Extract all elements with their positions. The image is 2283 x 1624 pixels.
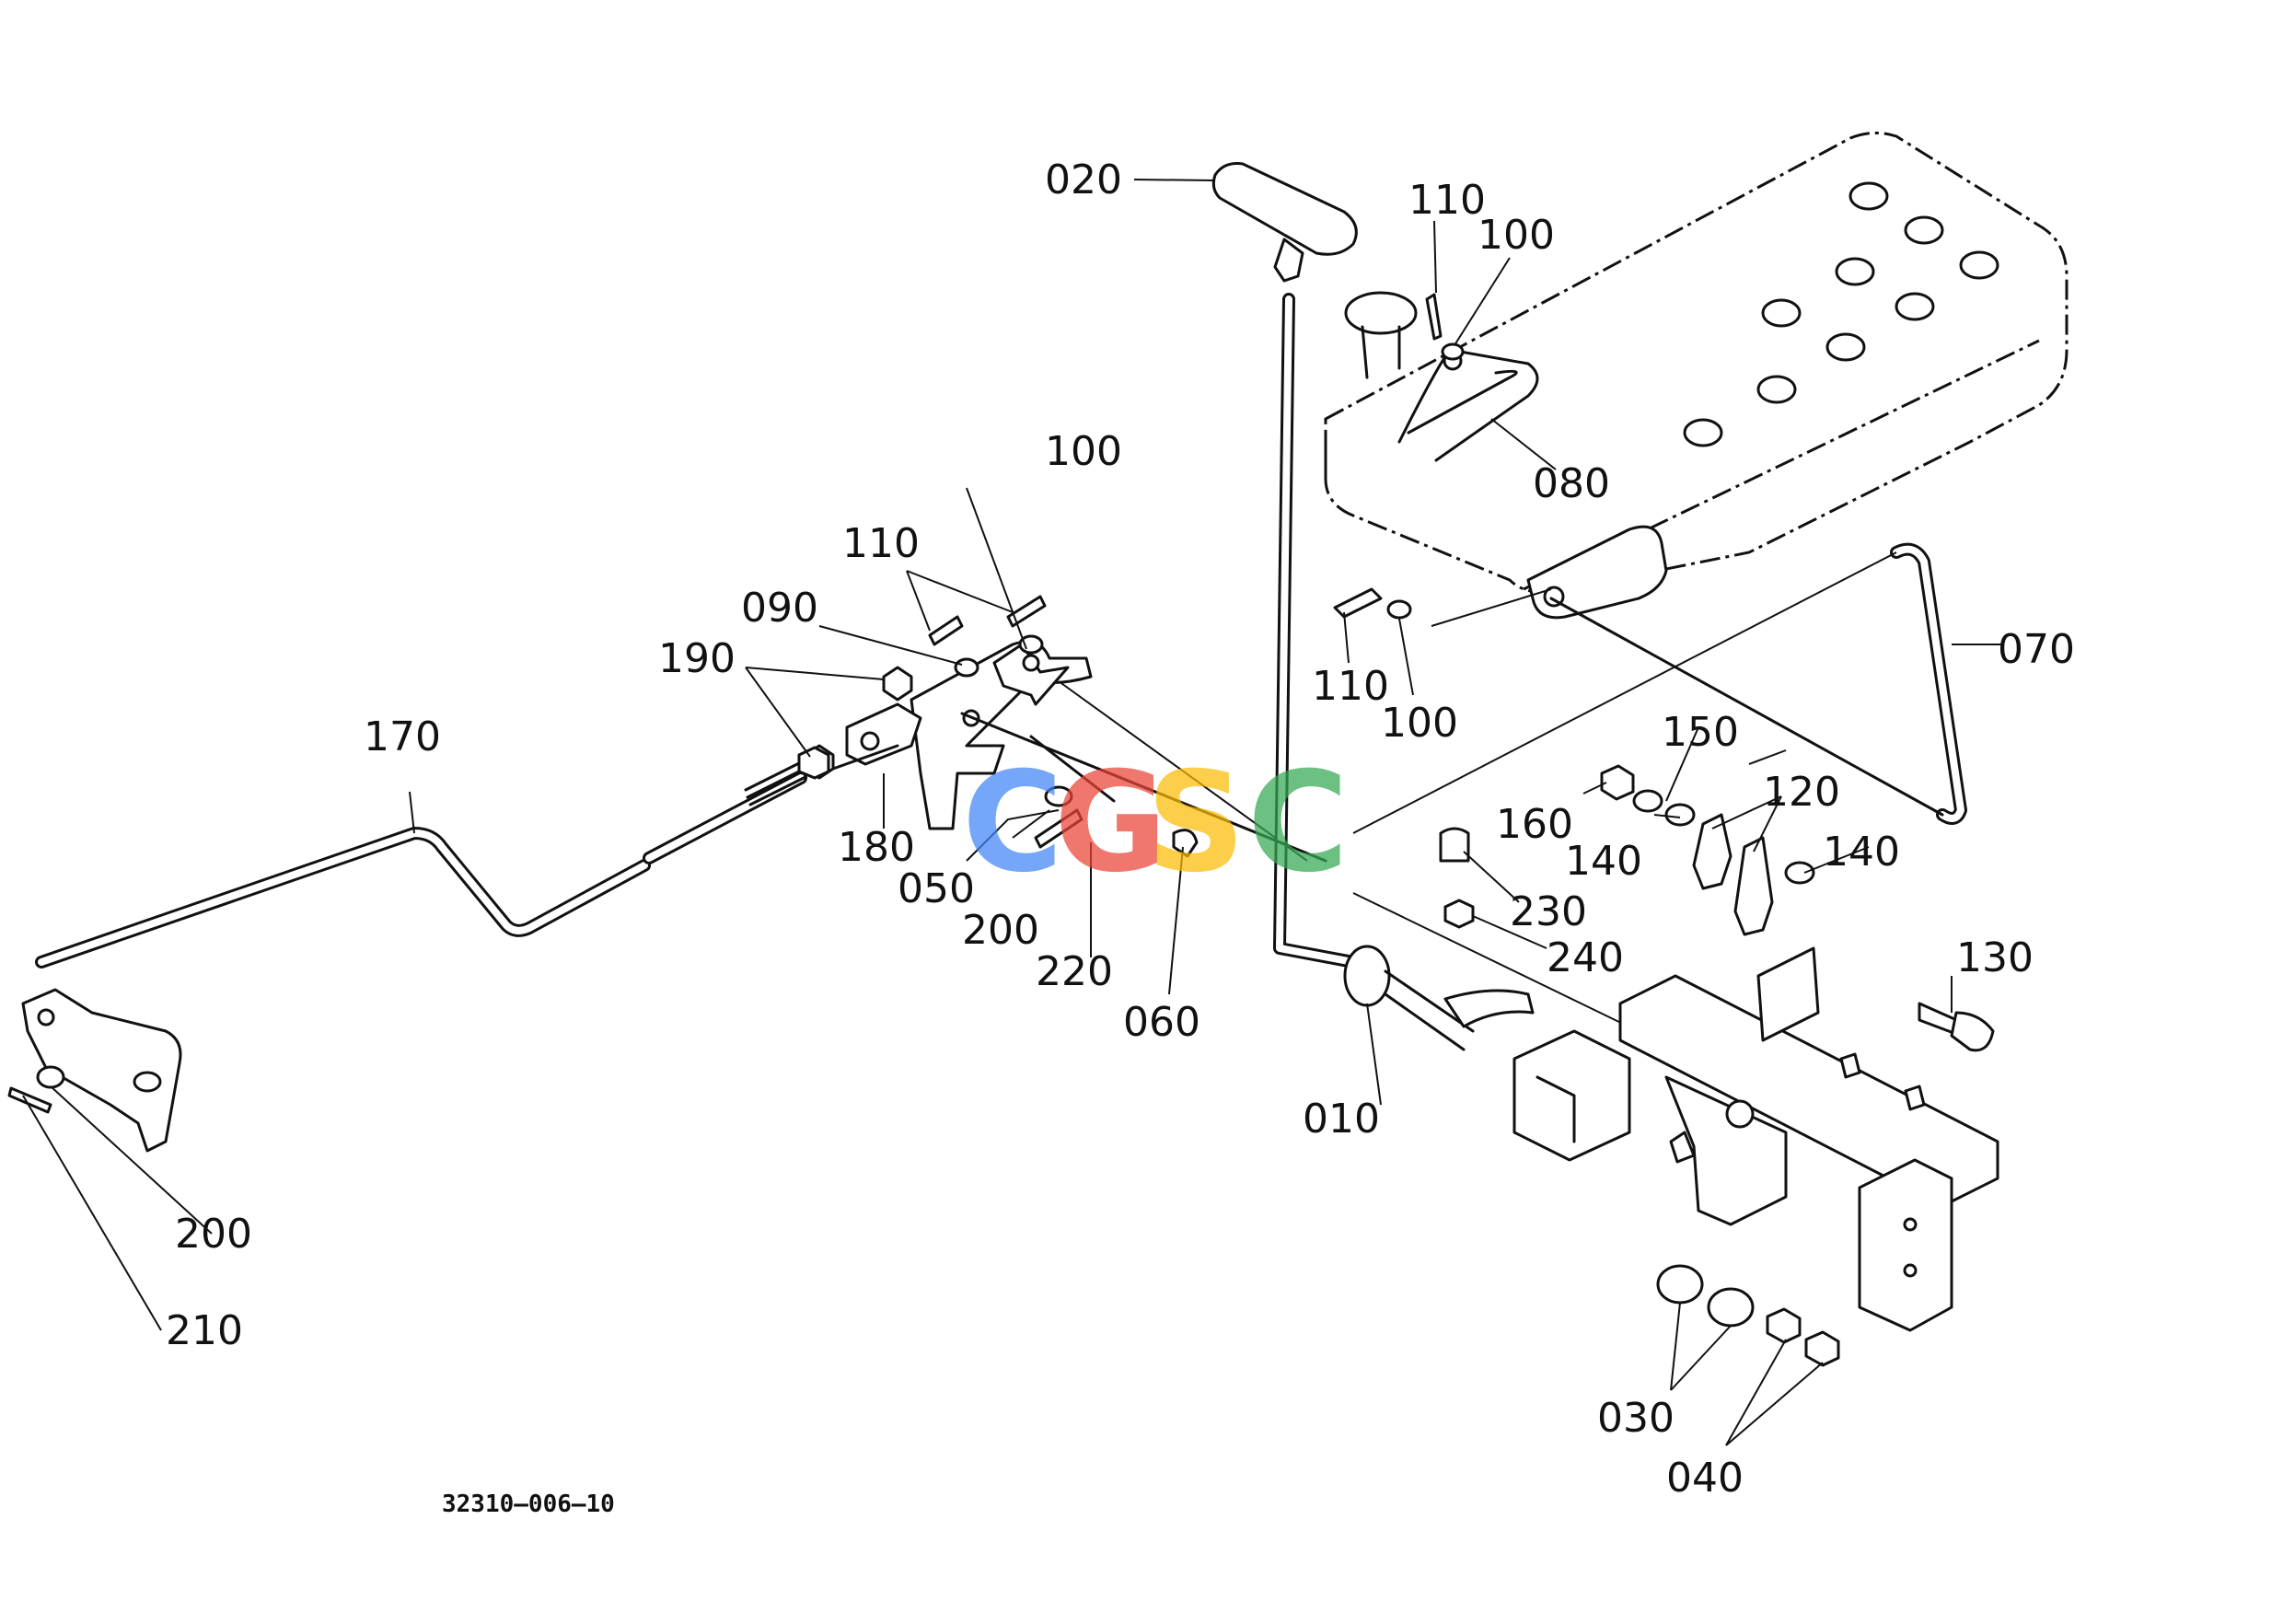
part-label-140: 140 xyxy=(1823,829,1900,876)
watermark-letter-3: S xyxy=(1146,743,1246,903)
part-label-060: 060 xyxy=(1123,999,1200,1046)
control-cluster xyxy=(7,293,1995,1367)
part-label-100: 100 xyxy=(1045,428,1122,475)
part-label-220: 220 xyxy=(1036,948,1113,995)
watermark-letter-2: G xyxy=(1054,743,1167,903)
part-label-190: 190 xyxy=(658,635,736,682)
part-label-160: 160 xyxy=(1496,801,1573,848)
part-label-110: 110 xyxy=(1408,177,1486,224)
part-label-110: 110 xyxy=(1312,663,1389,710)
part-label-200: 200 xyxy=(962,907,1039,954)
part-label-100: 100 xyxy=(1381,700,1458,747)
part-label-240: 240 xyxy=(1547,934,1624,981)
part-label-180: 180 xyxy=(838,824,915,871)
part-label-080: 080 xyxy=(1533,460,1610,507)
part-label-130: 130 xyxy=(1956,934,2034,981)
part-label-120: 120 xyxy=(1763,769,1840,816)
part-label-010: 010 xyxy=(1303,1096,1380,1143)
part-label-070: 070 xyxy=(1998,626,2075,673)
part-label-090: 090 xyxy=(741,585,818,632)
rod-170 xyxy=(21,760,807,1153)
rod-070 xyxy=(1549,542,1967,825)
part-label-030: 030 xyxy=(1597,1395,1675,1442)
lever-assembly xyxy=(1211,162,1535,1051)
part-label-230: 230 xyxy=(1510,888,1587,935)
part-labels: 020 110 100 080 100 110 090 190 170 180 … xyxy=(166,157,2075,1518)
drawing-number: 32310—006—10 xyxy=(442,1491,615,1518)
watermark-letter-4: C xyxy=(1247,743,1349,903)
main-bracket xyxy=(1512,946,1999,1332)
part-label-050: 050 xyxy=(898,865,975,912)
part-label-110: 110 xyxy=(842,520,920,567)
part-label-200: 200 xyxy=(175,1211,252,1258)
part-label-170: 170 xyxy=(364,713,441,760)
part-label-150: 150 xyxy=(1662,709,1739,756)
part-label-100: 100 xyxy=(1478,212,1555,259)
part-label-040: 040 xyxy=(1666,1455,1744,1502)
part-label-020: 020 xyxy=(1045,157,1122,203)
watermark-letter-1: C xyxy=(962,743,1063,903)
part-label-210: 210 xyxy=(166,1307,243,1354)
fender-plate xyxy=(1324,132,2069,620)
part-label-140: 140 xyxy=(1565,838,1642,885)
leader-lines xyxy=(22,179,2002,1446)
watermark: C G S C xyxy=(962,743,1349,903)
